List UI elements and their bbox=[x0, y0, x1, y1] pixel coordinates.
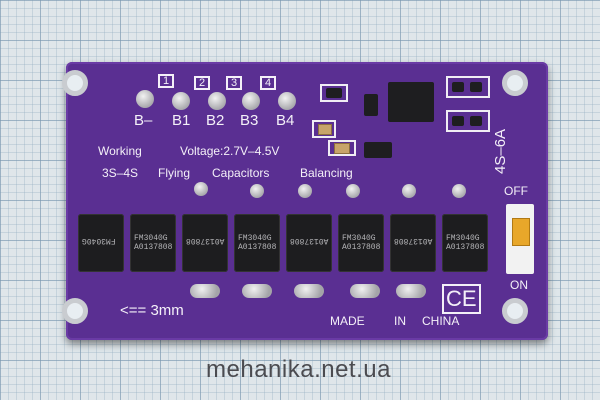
capacitor-pad bbox=[242, 284, 272, 298]
chip-marking: A0137808 bbox=[394, 236, 433, 245]
mosfet-chip-1: FM3040G bbox=[78, 214, 124, 272]
controller-ic bbox=[388, 82, 434, 122]
chip-marking: FM3040G A0137808 bbox=[238, 234, 276, 252]
size-note: <== 3mm bbox=[120, 302, 184, 319]
chip-marking: A0137808 bbox=[290, 236, 329, 245]
transistor bbox=[364, 142, 392, 158]
chip-marking-line2: A0137808 bbox=[134, 243, 173, 252]
mounting-hole bbox=[62, 298, 88, 324]
mosfet-chip-5: A0137808 bbox=[286, 214, 332, 272]
cell-number-4: 4 bbox=[260, 76, 276, 90]
mosfet-chip-4: FM3040G A0137808 bbox=[234, 214, 280, 272]
capacitors-label: Capacitors bbox=[212, 166, 270, 180]
mosfet-chip-7: A0137808 bbox=[390, 214, 436, 272]
capacitor-footprint bbox=[312, 120, 336, 138]
terminal-label-b-minus: B– bbox=[134, 112, 153, 129]
model-label: 4S–6A bbox=[492, 128, 509, 174]
capacitor-footprint bbox=[328, 140, 356, 156]
balancing-label: Balancing bbox=[300, 166, 353, 180]
ce-mark: CE bbox=[442, 284, 481, 314]
chip-marking-line1: FM3040G bbox=[238, 234, 272, 243]
mosfet-chip-6: FM3040G A0137808 bbox=[338, 214, 384, 272]
terminal-pad-b2 bbox=[208, 92, 226, 110]
chip-marking: FM3040G bbox=[82, 236, 116, 245]
terminal-pad-b4 bbox=[278, 92, 296, 110]
terminal-label-b2: B2 bbox=[206, 112, 225, 129]
chip-marking-line2: A0137808 bbox=[342, 243, 381, 252]
in-label: IN bbox=[394, 314, 406, 328]
switch-off-label: OFF bbox=[504, 184, 528, 198]
terminal-pad-b-minus bbox=[136, 90, 154, 108]
mosfet-chip-8: FM3040G A0137808 bbox=[442, 214, 488, 272]
chip-marking: FM3040G A0137808 bbox=[134, 234, 172, 252]
capacitor bbox=[318, 124, 332, 135]
series-label: 3S–4S bbox=[102, 166, 139, 180]
working-label: Working bbox=[98, 144, 142, 158]
chip-marking-line2: A0137808 bbox=[446, 243, 485, 252]
chip-marking-line1: FM3040G bbox=[446, 234, 480, 243]
capacitor-pad bbox=[190, 284, 220, 298]
flying-label: Flying bbox=[158, 166, 191, 180]
china-label: CHINA bbox=[422, 314, 460, 328]
via-pad bbox=[346, 184, 360, 198]
mounting-hole bbox=[502, 70, 528, 96]
resistor bbox=[452, 116, 464, 126]
resistor-footprint bbox=[320, 84, 348, 102]
terminal-pad-b1 bbox=[172, 92, 190, 110]
terminal-label-b4: B4 bbox=[276, 112, 295, 129]
terminal-pad-b3 bbox=[242, 92, 260, 110]
capacitor-pad bbox=[294, 284, 324, 298]
voltage-label: Voltage:2.7V–4.5V bbox=[180, 144, 280, 158]
chip-marking: FM3040G A0137808 bbox=[342, 234, 380, 252]
resistor-footprint bbox=[446, 76, 490, 98]
resistor bbox=[470, 82, 482, 92]
diode bbox=[364, 94, 378, 116]
power-switch[interactable] bbox=[506, 204, 534, 274]
via-pad bbox=[194, 182, 208, 196]
pcb-board: 1 2 3 4 B– B1 B2 B3 B4 Working Voltage:2… bbox=[62, 62, 548, 340]
resistor bbox=[452, 82, 464, 92]
cell-number-1: 1 bbox=[158, 74, 174, 88]
watermark: mehanika.net.ua bbox=[206, 356, 391, 383]
mounting-hole bbox=[62, 70, 88, 96]
via-pad bbox=[250, 184, 264, 198]
cell-number-2: 2 bbox=[194, 76, 210, 90]
via-pad bbox=[402, 184, 416, 198]
made-label: MADE bbox=[330, 314, 365, 328]
terminal-label-b3: B3 bbox=[240, 112, 259, 129]
via-pad bbox=[298, 184, 312, 198]
chip-marking-line1: FM3040G bbox=[342, 234, 376, 243]
chip-marking-line2: A0137808 bbox=[238, 243, 277, 252]
capacitor-pad bbox=[396, 284, 426, 298]
switch-knob[interactable] bbox=[512, 218, 530, 246]
cell-number-3: 3 bbox=[226, 76, 242, 90]
resistor bbox=[470, 116, 482, 126]
mounting-hole bbox=[502, 298, 528, 324]
resistor-footprint bbox=[446, 110, 490, 132]
mosfet-chip-3: A0137808 bbox=[182, 214, 228, 272]
chip-marking-line1: FM3040G bbox=[134, 234, 168, 243]
mosfet-chip-2: FM3040G A0137808 bbox=[130, 214, 176, 272]
resistor bbox=[326, 88, 342, 98]
switch-on-label: ON bbox=[510, 278, 528, 292]
chip-marking: FM3040G A0137808 bbox=[446, 234, 484, 252]
via-pad bbox=[452, 184, 466, 198]
chip-marking: A0137808 bbox=[186, 236, 225, 245]
terminal-label-b1: B1 bbox=[172, 112, 191, 129]
capacitor bbox=[334, 143, 350, 154]
capacitor-pad bbox=[350, 284, 380, 298]
